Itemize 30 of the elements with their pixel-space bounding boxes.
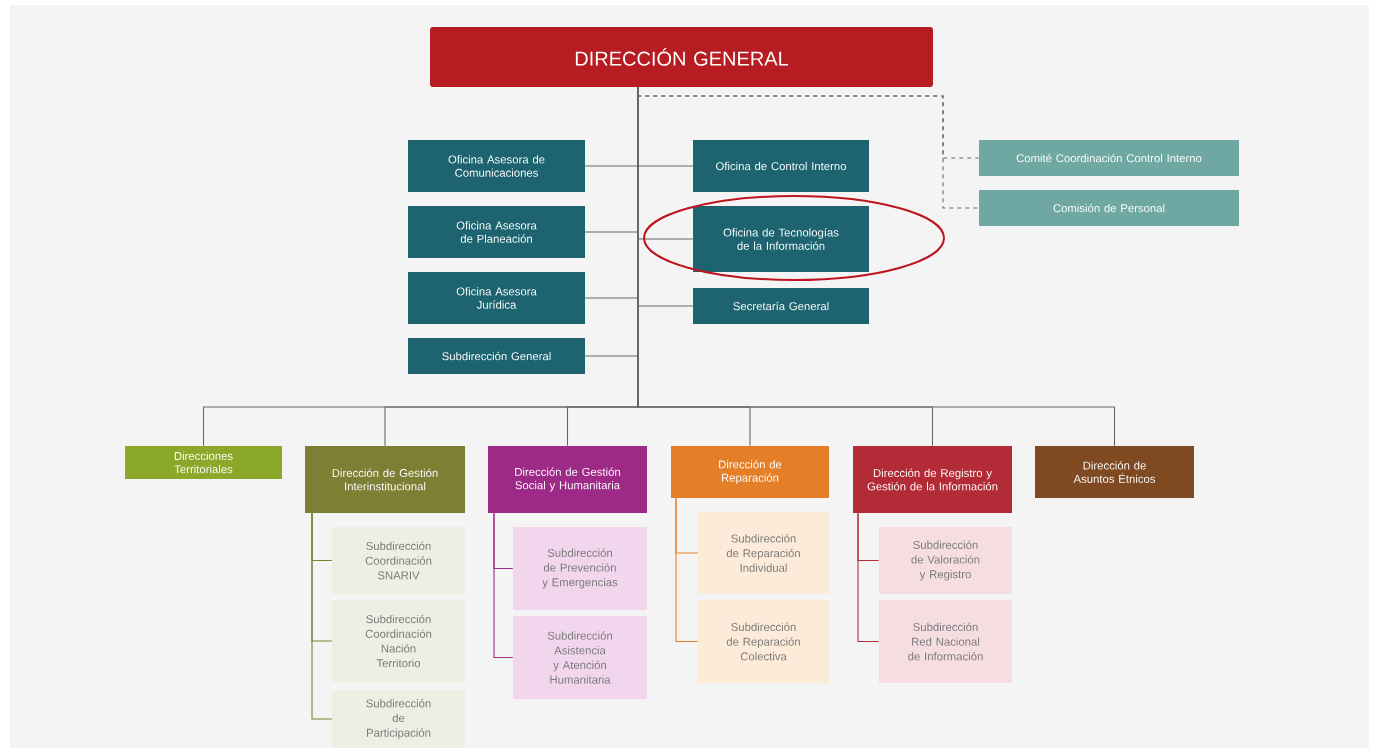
connector-line: [311, 512, 333, 720]
subunit-box: Subdirección Coordinación Nación Territorio: [332, 600, 465, 682]
unit-box: Oficina Asesora de Planeación: [408, 206, 585, 258]
subunit-box: Subdirección de Valoración y Registro: [879, 527, 1012, 594]
unit-box: Oficina de Tecnologías de la Información: [693, 206, 869, 272]
unit-box: Direcciones Territoriales: [125, 446, 282, 479]
subunit-box: Subdirección de Prevención y Emergencias: [513, 527, 647, 610]
unit-box: Dirección de Reparación: [671, 446, 829, 498]
connector-line: [493, 512, 514, 659]
connector-line: [857, 512, 880, 643]
unit-box: Dirección de Asuntos Étnicos: [1035, 446, 1194, 498]
header-box: DIRECCIÓN GENERAL: [430, 27, 933, 87]
connector-line: [637, 86, 1116, 447]
unit-box: Secretaría General: [693, 288, 869, 324]
unit-box: Dirección de Gestión Social y Humanitaria: [488, 446, 647, 513]
subunit-box: Subdirección de Reparación Colectiva: [698, 600, 829, 683]
subunit-box: Subdirección Red Nacional de Información: [879, 600, 1012, 683]
unit-box: Oficina Asesora de Comunicaciones: [408, 140, 585, 192]
unit-box: Subdirección General: [408, 338, 585, 374]
unit-box: Dirección de Registro y Gestión de la Información: [853, 446, 1012, 513]
subunit-box: Subdirección Coordinación SNARIV: [332, 527, 465, 594]
unit-box: Comisión de Personal: [979, 190, 1239, 226]
unit-box: Oficina Asesora Jurídica: [408, 272, 585, 324]
subunit-box: Subdirección de Participación: [332, 690, 465, 748]
connector-line: [675, 497, 699, 643]
subunit-box: Subdirección Asistencia y Atención Humanitaria: [513, 616, 647, 699]
unit-box: Comité Coordinación Control Interno: [979, 140, 1239, 176]
unit-box: Dirección de Gestión Interinstitucional: [305, 446, 465, 513]
subunit-box: Subdirección de Reparación Individual: [698, 512, 829, 594]
unit-box: Oficina de Control Interno: [693, 140, 869, 192]
